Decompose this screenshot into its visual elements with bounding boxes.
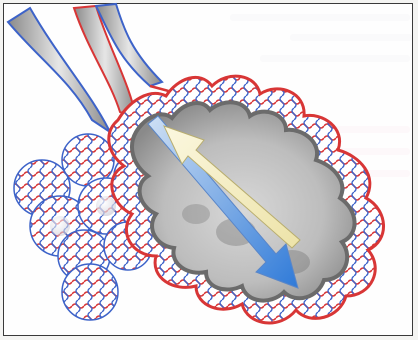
- alveoli-illustration: [0, 0, 418, 340]
